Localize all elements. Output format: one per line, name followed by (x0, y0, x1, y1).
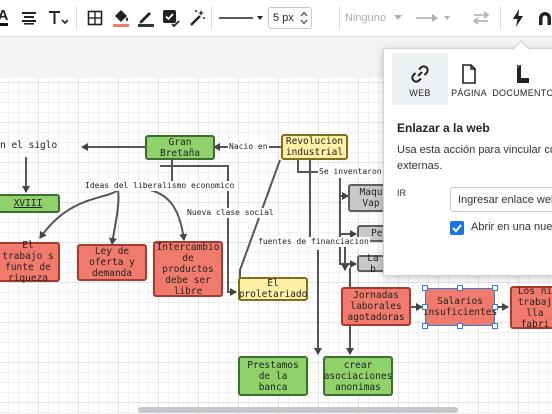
actions-button[interactable] (507, 6, 529, 30)
edge-gran-bretana-ideas (155, 159, 173, 183)
line-color-button[interactable] (135, 6, 157, 30)
border-style-icon (87, 10, 103, 26)
node-maquinas[interactable]: Maqu Vap (348, 184, 388, 212)
tab-documento[interactable]: DOCUMENTO (492, 53, 552, 105)
resize-handle[interactable] (457, 285, 463, 291)
toolbar-divider (211, 6, 212, 30)
arrow-end-dropdown[interactable] (414, 6, 454, 30)
node-intercambio[interactable]: Intercambio de productos debe ser libre (153, 241, 223, 297)
new-tab-label[interactable]: Abrir en una nue (471, 221, 552, 233)
edge-ideas-intercambio (149, 189, 188, 241)
resize-handle[interactable] (422, 323, 428, 329)
edge-label-nacio-en[interactable]: Nacio en (228, 142, 269, 152)
tab-documento-label: DOCUMENTO (492, 88, 552, 98)
node-xviii[interactable]: XVIII (0, 194, 60, 213)
line-style-dropdown[interactable] (217, 6, 265, 30)
align-center-icon (22, 12, 36, 25)
edge-ideas-ley (108, 189, 120, 245)
link-panel: WEB PÁGINA DOCUMENTO Enlazar a la web Us… (383, 40, 552, 276)
edge-label-nueva-clase[interactable]: Nueva clase social (186, 208, 275, 218)
checklist-icon (163, 10, 180, 27)
panel-pointer (512, 40, 530, 50)
tab-web-label: WEB (409, 88, 431, 98)
url-input[interactable]: Ingresar enlace web (450, 187, 552, 212)
edge-label-ideas[interactable]: Ideas del liberalismo economico (84, 181, 236, 191)
resize-handle[interactable] (492, 285, 498, 291)
paint-bucket-icon (113, 10, 129, 27)
edge-inventaron-maquinas (339, 178, 349, 200)
node-prestamos[interactable]: Prestamos de la banca (238, 356, 308, 396)
node-salarios[interactable]: Salarios insuficientes (423, 288, 497, 326)
url-input-placeholder: Ingresar enlace web (458, 193, 552, 206)
node-gran-bretana[interactable]: Gran Bretaña (145, 135, 215, 160)
arrow-start-value: Ninguno (345, 12, 386, 24)
edge-revolucion-proletariado (239, 159, 281, 285)
node-la-b[interactable]: La b (357, 253, 388, 275)
panel-description-line2: externas. (397, 160, 443, 172)
node-los-ninos[interactable]: Los ni trabaj lla fabri (510, 286, 552, 330)
tab-web[interactable]: WEB (392, 53, 448, 105)
edge-ideas-nueva-clase (160, 165, 237, 296)
fill-color-button[interactable] (110, 6, 132, 30)
checkmark-icon (452, 224, 462, 233)
pencil-icon (138, 12, 154, 27)
line-style-icon (219, 16, 263, 20)
line-width-input[interactable]: 5 px (268, 7, 312, 29)
text-color-icon: A (0, 8, 9, 26)
url-label: IR (397, 188, 406, 198)
siglo-text[interactable]: n el siglo (0, 140, 58, 151)
arrow-start-dropdown[interactable]: Ninguno (345, 6, 407, 30)
border-button[interactable] (84, 6, 106, 30)
style-check-button[interactable] (160, 6, 182, 30)
tab-pagina-label: PÁGINA (451, 88, 487, 98)
text-format-icon (49, 11, 68, 25)
link-icon (411, 65, 429, 83)
stepper-arrows-icon[interactable] (300, 11, 308, 25)
edge-ideas-trabajo (39, 189, 119, 239)
text-color-button[interactable]: A (0, 5, 10, 29)
toolbar-divider (500, 6, 501, 30)
lightning-icon (513, 9, 523, 27)
document-logo-icon (517, 65, 529, 83)
text-format-button[interactable] (45, 6, 71, 30)
toolbar-divider (76, 6, 77, 30)
node-jornadas[interactable]: Jornadas laborales agotadoras (341, 287, 411, 326)
magic-wand-button[interactable] (186, 6, 208, 30)
panel-title: Enlazar a la web (397, 121, 490, 135)
node-el-proletariado[interactable]: El proletariado (238, 277, 308, 301)
magnet-icon (539, 12, 551, 25)
node-revolucion-industrial[interactable]: Revolucion industrial (281, 134, 348, 160)
panel-description-line1: Usa esta acción para vincular co (397, 144, 552, 156)
panel-description: Usa esta acción para vincular co externa… (397, 142, 552, 174)
swap-arrows-icon (472, 11, 490, 25)
edge-label-se-inventaron[interactable]: Se inventaron (318, 167, 383, 177)
edge-label-fuentes[interactable]: fuentes de financiacion (257, 237, 370, 247)
line-width-value: 5 px (273, 12, 294, 24)
toolbar: A 5 px Ninguno (0, 0, 552, 37)
resize-handle[interactable] (492, 304, 498, 310)
magic-wand-icon (190, 10, 205, 26)
arrow-end-icon (416, 14, 450, 22)
node-crear-asociaciones[interactable]: crear asociaciones anonimas (323, 356, 393, 396)
swap-arrows-button[interactable] (470, 6, 492, 30)
tab-pagina[interactable]: PÁGINA (441, 53, 497, 105)
resize-handle[interactable] (422, 304, 428, 310)
node-el-trabajo[interactable]: El trabajo s funte de riqueza (0, 240, 60, 284)
align-button[interactable] (18, 6, 40, 30)
page-icon (462, 64, 476, 84)
new-tab-checkbox[interactable] (450, 221, 464, 235)
horizontal-scrollbar[interactable] (138, 407, 458, 413)
chevron-down-icon (393, 15, 402, 20)
resize-handle[interactable] (457, 323, 463, 329)
resize-handle[interactable] (422, 285, 428, 291)
resize-handle[interactable] (492, 323, 498, 329)
magnet-button[interactable] (535, 6, 552, 30)
toolbar-divider (339, 6, 340, 30)
node-ley-oferta[interactable]: Ley de oferta y demanda (77, 244, 147, 281)
